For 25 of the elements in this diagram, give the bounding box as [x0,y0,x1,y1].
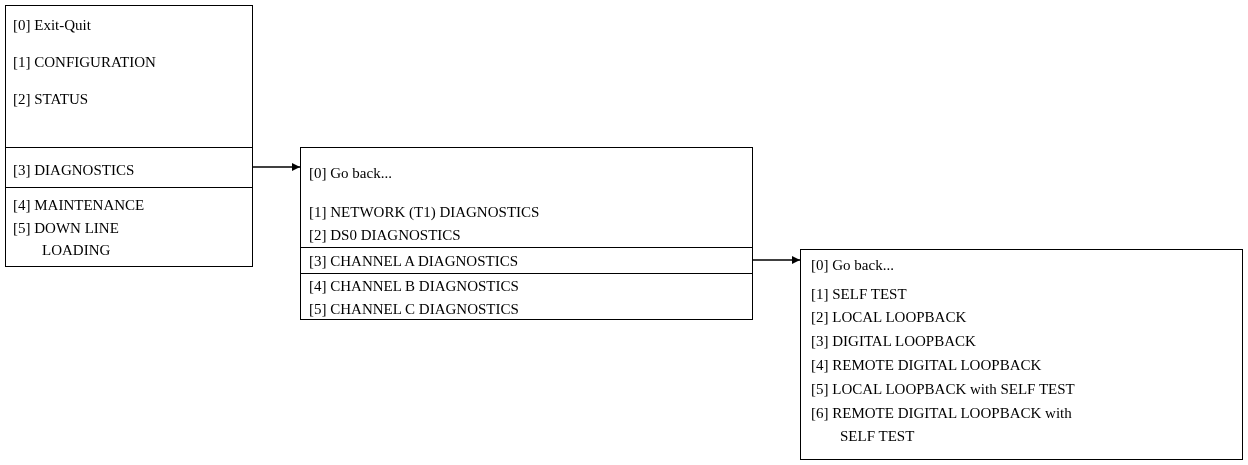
arrow [751,256,801,264]
menu-box [800,249,1243,460]
menu-item: [0] Exit-Quit [13,16,91,35]
menu-item: [3] CHANNEL A DIAGNOSTICS [309,252,519,271]
menu-item: [4] MAINTENANCE [13,196,146,215]
menu-item: [2] LOCAL LOOPBACK [811,308,968,327]
arrow [251,163,301,171]
menu-item: [2] DS0 DIAGNOSTICS [309,226,461,245]
menu-item: [4] REMOTE DIGITAL LOOPBACK [811,356,1043,375]
menu-item: [3] DIGITAL LOOPBACK [811,332,977,351]
menu-box [5,5,253,267]
menu-box [300,147,753,320]
menu-item: [6] REMOTE DIGITAL LOOPBACK with SELF TEST [811,404,1073,446]
menu-item: [1] SELF TEST [811,285,908,304]
menu-item: [1] NETWORK (T1) DIAGNOSTICS [309,203,540,222]
menu-item: [2] STATUS [13,90,89,109]
menu-item: [0] Go back... [309,164,392,183]
menu-item: [5] CHANNEL C DIAGNOSTICS [309,300,519,319]
menu-item: [4] CHANNEL B DIAGNOSTICS [309,277,519,296]
menu-section [301,273,752,319]
menu-item: [5] DOWN LINE LOADING [13,219,120,260]
menu-item: [5] LOCAL LOOPBACK with SELF TEST [811,380,1076,399]
menu-item: [3] DIAGNOSTICS [13,161,135,180]
menu-item: [1] CONFIGURATION [13,53,156,72]
menu-item: [0] Go back... [811,256,895,275]
